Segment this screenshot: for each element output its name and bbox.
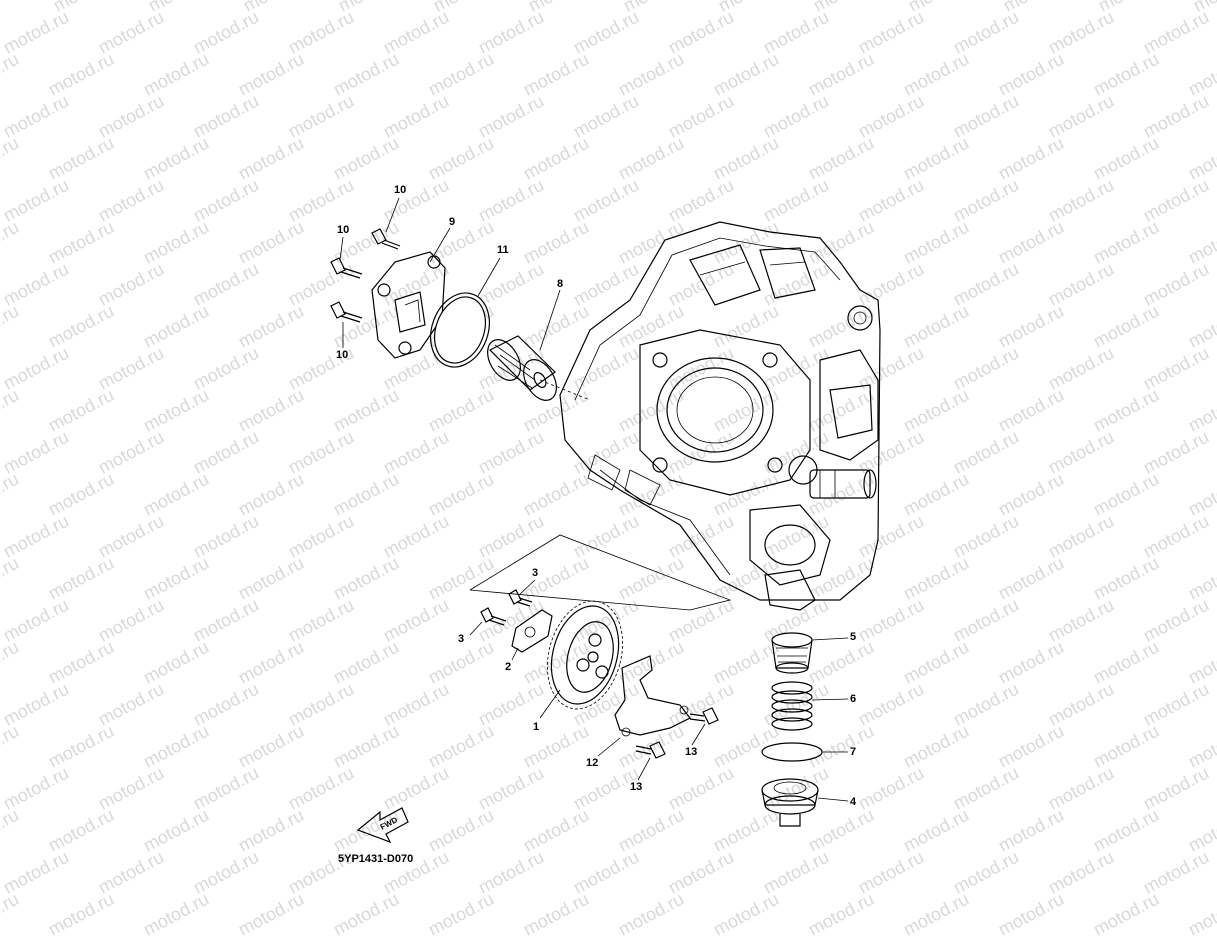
callout-7: 7 xyxy=(850,746,857,758)
callout-13: 13 xyxy=(630,781,643,793)
callout-10: 10 xyxy=(337,224,350,236)
oil-pump-gear-1 xyxy=(547,600,623,710)
engine-crankcase xyxy=(539,221,881,611)
callout-4: 4 xyxy=(850,796,857,808)
bolt-3-upper xyxy=(508,589,533,607)
callout-11: 11 xyxy=(497,244,509,256)
assembly-guide-line xyxy=(469,534,732,611)
bolt-10-top xyxy=(371,228,401,250)
callout-3: 3 xyxy=(458,633,465,645)
drain-plug-4 xyxy=(761,778,819,827)
pump-plate-2 xyxy=(511,609,553,653)
oil-guide-12 xyxy=(614,655,691,736)
callout-12: 12 xyxy=(586,757,599,769)
callout-9: 9 xyxy=(449,216,456,228)
callout-10: 10 xyxy=(394,184,407,196)
leader-lines xyxy=(339,197,849,802)
o-ring-11 xyxy=(430,292,490,368)
oil-strainer-5 xyxy=(771,632,813,674)
bolt-10-mid xyxy=(330,257,363,279)
forward-arrow-icon: FWD xyxy=(356,807,409,844)
oil-filter-cover xyxy=(371,251,446,359)
bolt-13-right xyxy=(689,707,719,725)
bolt-10-low xyxy=(330,301,363,323)
oil-filter-element xyxy=(487,335,557,401)
parts-diagram: FWD xyxy=(330,197,881,844)
bolt-13-left xyxy=(635,741,666,759)
diagram-code: 5YP1431-D070 xyxy=(338,853,414,865)
callout-5: 5 xyxy=(850,631,857,643)
callout-10: 10 xyxy=(336,349,349,361)
fwd-label: FWD xyxy=(379,815,400,832)
o-ring-7 xyxy=(761,742,823,762)
callout-13: 13 xyxy=(685,746,698,758)
callout-8: 8 xyxy=(557,278,564,290)
callout-6: 6 xyxy=(850,693,857,705)
bolt-3-lower xyxy=(480,607,507,626)
callout-2: 2 xyxy=(505,661,512,673)
callout-3: 3 xyxy=(532,567,539,579)
compression-spring-6 xyxy=(771,681,813,731)
callout-1: 1 xyxy=(533,721,540,733)
o-ring-11-inner xyxy=(434,296,486,364)
